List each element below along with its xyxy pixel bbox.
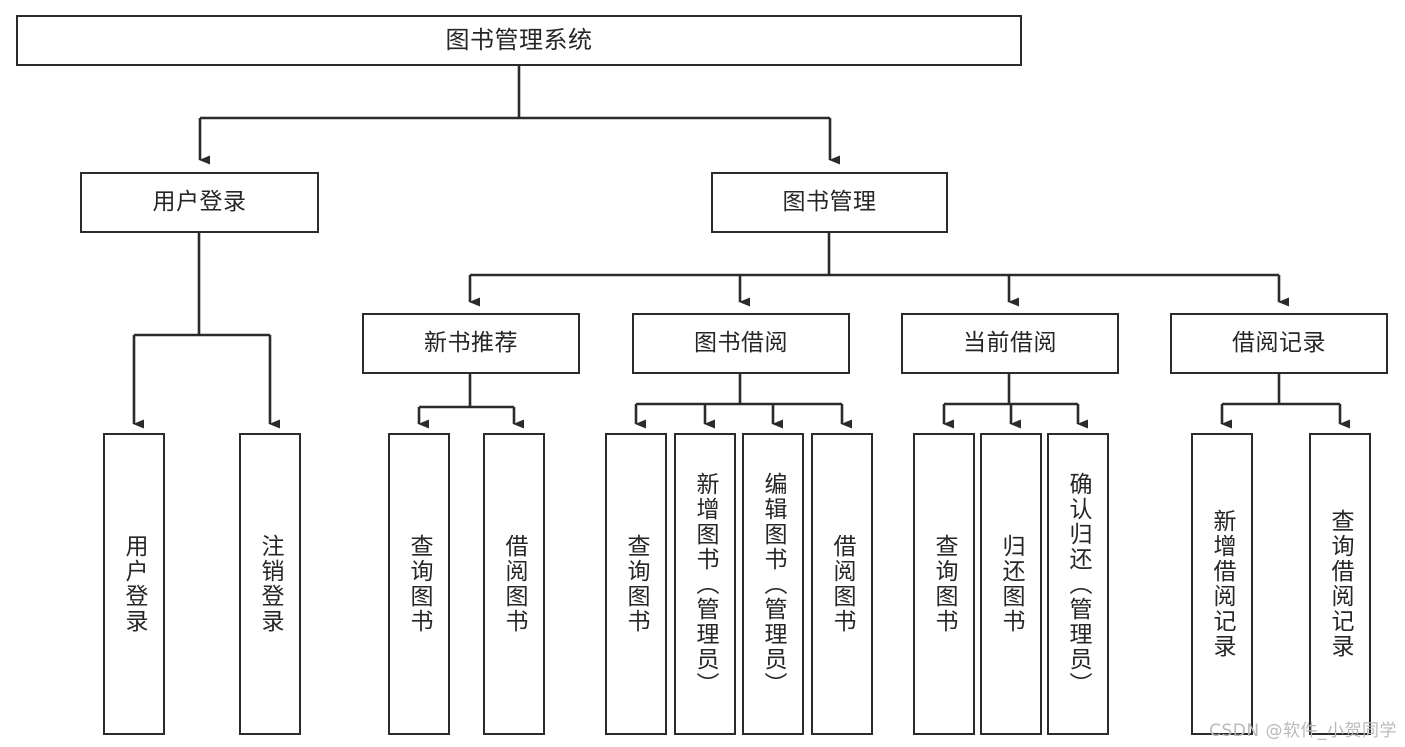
node-label: 用户登录 xyxy=(121,534,148,634)
leaf-user-login-logout[interactable]: 注销登录 xyxy=(239,433,301,735)
leaf-user-login-login[interactable]: 用户登录 xyxy=(103,433,165,735)
node-label: 查询借阅记录 xyxy=(1327,509,1354,659)
leaf-current-borrow-return-book[interactable]: 归还图书 xyxy=(980,433,1042,735)
node-label: 查询图书 xyxy=(406,534,433,634)
leaf-book-borrow-edit-book-admin[interactable]: 编辑图书（管理员） xyxy=(742,433,804,735)
node-root-book-management-system[interactable]: 图书管理系统 xyxy=(16,15,1022,66)
leaf-current-borrow-query-book[interactable]: 查询图书 xyxy=(913,433,975,735)
node-label: 借阅记录 xyxy=(1232,330,1326,357)
leaf-new-book-borrow-book[interactable]: 借阅图书 xyxy=(483,433,545,735)
node-label: 确认归还（管理员） xyxy=(1065,471,1092,697)
watermark-text: CSDN @软件_小贺同学 xyxy=(1209,721,1397,741)
node-new-book-recommend[interactable]: 新书推荐 xyxy=(362,313,580,374)
node-book-borrow[interactable]: 图书借阅 xyxy=(632,313,850,374)
node-label: 图书借阅 xyxy=(694,330,788,357)
leaf-book-borrow-query-book[interactable]: 查询图书 xyxy=(605,433,667,735)
node-label: 用户登录 xyxy=(152,189,247,216)
node-label: 新增图书（管理员） xyxy=(692,471,719,697)
leaf-current-borrow-confirm-return-admin[interactable]: 确认归还（管理员） xyxy=(1047,433,1109,735)
node-book-management[interactable]: 图书管理 xyxy=(711,172,948,233)
node-borrow-record[interactable]: 借阅记录 xyxy=(1170,313,1388,374)
leaf-borrow-record-add-record[interactable]: 新增借阅记录 xyxy=(1191,433,1253,735)
leaf-book-borrow-borrow-book[interactable]: 借阅图书 xyxy=(811,433,873,735)
node-label: 查询图书 xyxy=(623,534,650,634)
node-label: 图书管理 xyxy=(782,189,877,216)
node-user-login[interactable]: 用户登录 xyxy=(80,172,319,233)
node-label: 归还图书 xyxy=(998,534,1025,634)
node-label: 新书推荐 xyxy=(424,330,518,357)
node-label: 借阅图书 xyxy=(501,534,528,634)
leaf-borrow-record-query-record[interactable]: 查询借阅记录 xyxy=(1309,433,1371,735)
node-label: 查询图书 xyxy=(931,534,958,634)
node-current-borrow[interactable]: 当前借阅 xyxy=(901,313,1119,374)
node-label: 图书管理系统 xyxy=(445,25,593,54)
node-label: 借阅图书 xyxy=(829,534,856,634)
node-label: 新增借阅记录 xyxy=(1209,509,1236,659)
node-label: 编辑图书（管理员） xyxy=(760,471,787,697)
node-label: 当前借阅 xyxy=(963,330,1057,357)
leaf-book-borrow-add-book-admin[interactable]: 新增图书（管理员） xyxy=(674,433,736,735)
node-label: 注销登录 xyxy=(257,534,284,634)
leaf-new-book-query-book[interactable]: 查询图书 xyxy=(388,433,450,735)
